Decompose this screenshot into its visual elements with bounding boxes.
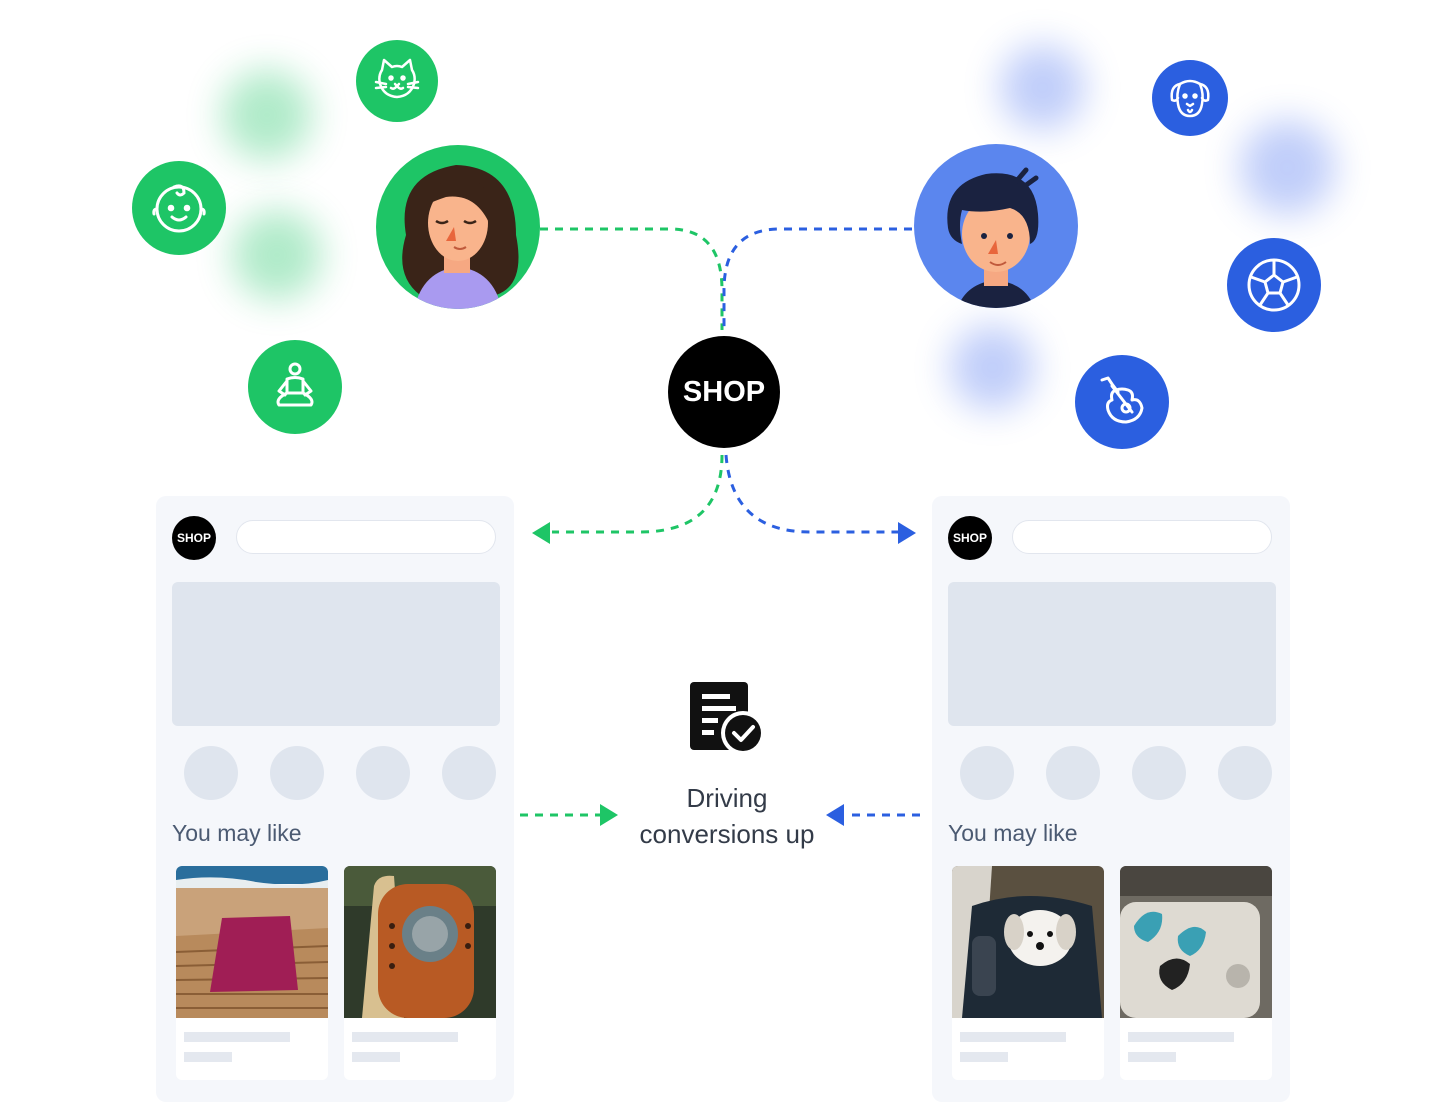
category-placeholder bbox=[960, 746, 1014, 800]
dog-icon bbox=[1152, 60, 1228, 136]
search-bar[interactable] bbox=[236, 520, 496, 554]
caption-line-1: Driving bbox=[686, 783, 768, 813]
caption-line-2: conversions up bbox=[639, 819, 815, 849]
arrow-right-icon bbox=[898, 522, 916, 544]
product-image-cat-backpack bbox=[344, 866, 496, 1018]
banner-placeholder bbox=[172, 582, 500, 726]
section-title: You may like bbox=[948, 820, 1078, 846]
shop-logo: SHOP bbox=[172, 516, 216, 560]
product-image-yoga-mat bbox=[176, 866, 328, 1018]
shop-hub: SHOP bbox=[668, 336, 780, 448]
blur-blob bbox=[222, 70, 312, 160]
connector-line-green bbox=[552, 454, 724, 534]
blur-blob bbox=[950, 325, 1035, 410]
caption-text: Driving conversions up bbox=[600, 780, 854, 852]
category-placeholder bbox=[270, 746, 324, 800]
banner-placeholder bbox=[948, 582, 1276, 726]
category-placeholder bbox=[1218, 746, 1272, 800]
category-placeholder bbox=[1132, 746, 1186, 800]
guitar-icon bbox=[1075, 355, 1169, 449]
title-placeholder bbox=[960, 1032, 1066, 1042]
product-card[interactable] bbox=[176, 866, 328, 1080]
product-card[interactable] bbox=[1120, 866, 1272, 1080]
section-title: You may like bbox=[172, 820, 302, 846]
arrow-right-icon bbox=[600, 804, 618, 826]
connector-line-blue bbox=[722, 227, 912, 330]
arrow-left-icon bbox=[826, 804, 844, 826]
price-placeholder bbox=[1128, 1052, 1176, 1062]
price-placeholder bbox=[352, 1052, 400, 1062]
product-card[interactable] bbox=[344, 866, 496, 1080]
connector-line-green bbox=[540, 227, 724, 330]
price-placeholder bbox=[960, 1052, 1008, 1062]
category-placeholder bbox=[356, 746, 410, 800]
persona-avatar-man bbox=[914, 144, 1078, 308]
persona-avatar-woman bbox=[376, 145, 540, 309]
title-placeholder bbox=[184, 1032, 290, 1042]
search-bar[interactable] bbox=[1012, 520, 1272, 554]
connector-line-blue bbox=[724, 454, 898, 534]
title-placeholder bbox=[352, 1032, 458, 1042]
shop-page-mockup-left: SHOP You may like bbox=[156, 496, 514, 1102]
document-check-icon bbox=[690, 682, 765, 755]
baby-icon bbox=[132, 161, 226, 255]
category-placeholder bbox=[1046, 746, 1100, 800]
title-placeholder bbox=[1128, 1032, 1234, 1042]
blur-blob bbox=[232, 210, 322, 300]
price-placeholder bbox=[184, 1052, 232, 1062]
product-image-dog-bag bbox=[952, 866, 1104, 1018]
arrow-left-icon bbox=[532, 522, 550, 544]
cat-icon bbox=[356, 40, 438, 122]
product-image-guitar-picks bbox=[1120, 866, 1272, 1018]
blur-blob bbox=[1240, 120, 1335, 215]
shop-logo: SHOP bbox=[948, 516, 992, 560]
blur-blob bbox=[1000, 45, 1085, 130]
soccer-ball-icon bbox=[1227, 238, 1321, 332]
shop-page-mockup-right: SHOP You may like bbox=[932, 496, 1290, 1102]
product-card[interactable] bbox=[952, 866, 1104, 1080]
yoga-icon bbox=[248, 340, 342, 434]
category-placeholder bbox=[184, 746, 238, 800]
category-placeholder bbox=[442, 746, 496, 800]
